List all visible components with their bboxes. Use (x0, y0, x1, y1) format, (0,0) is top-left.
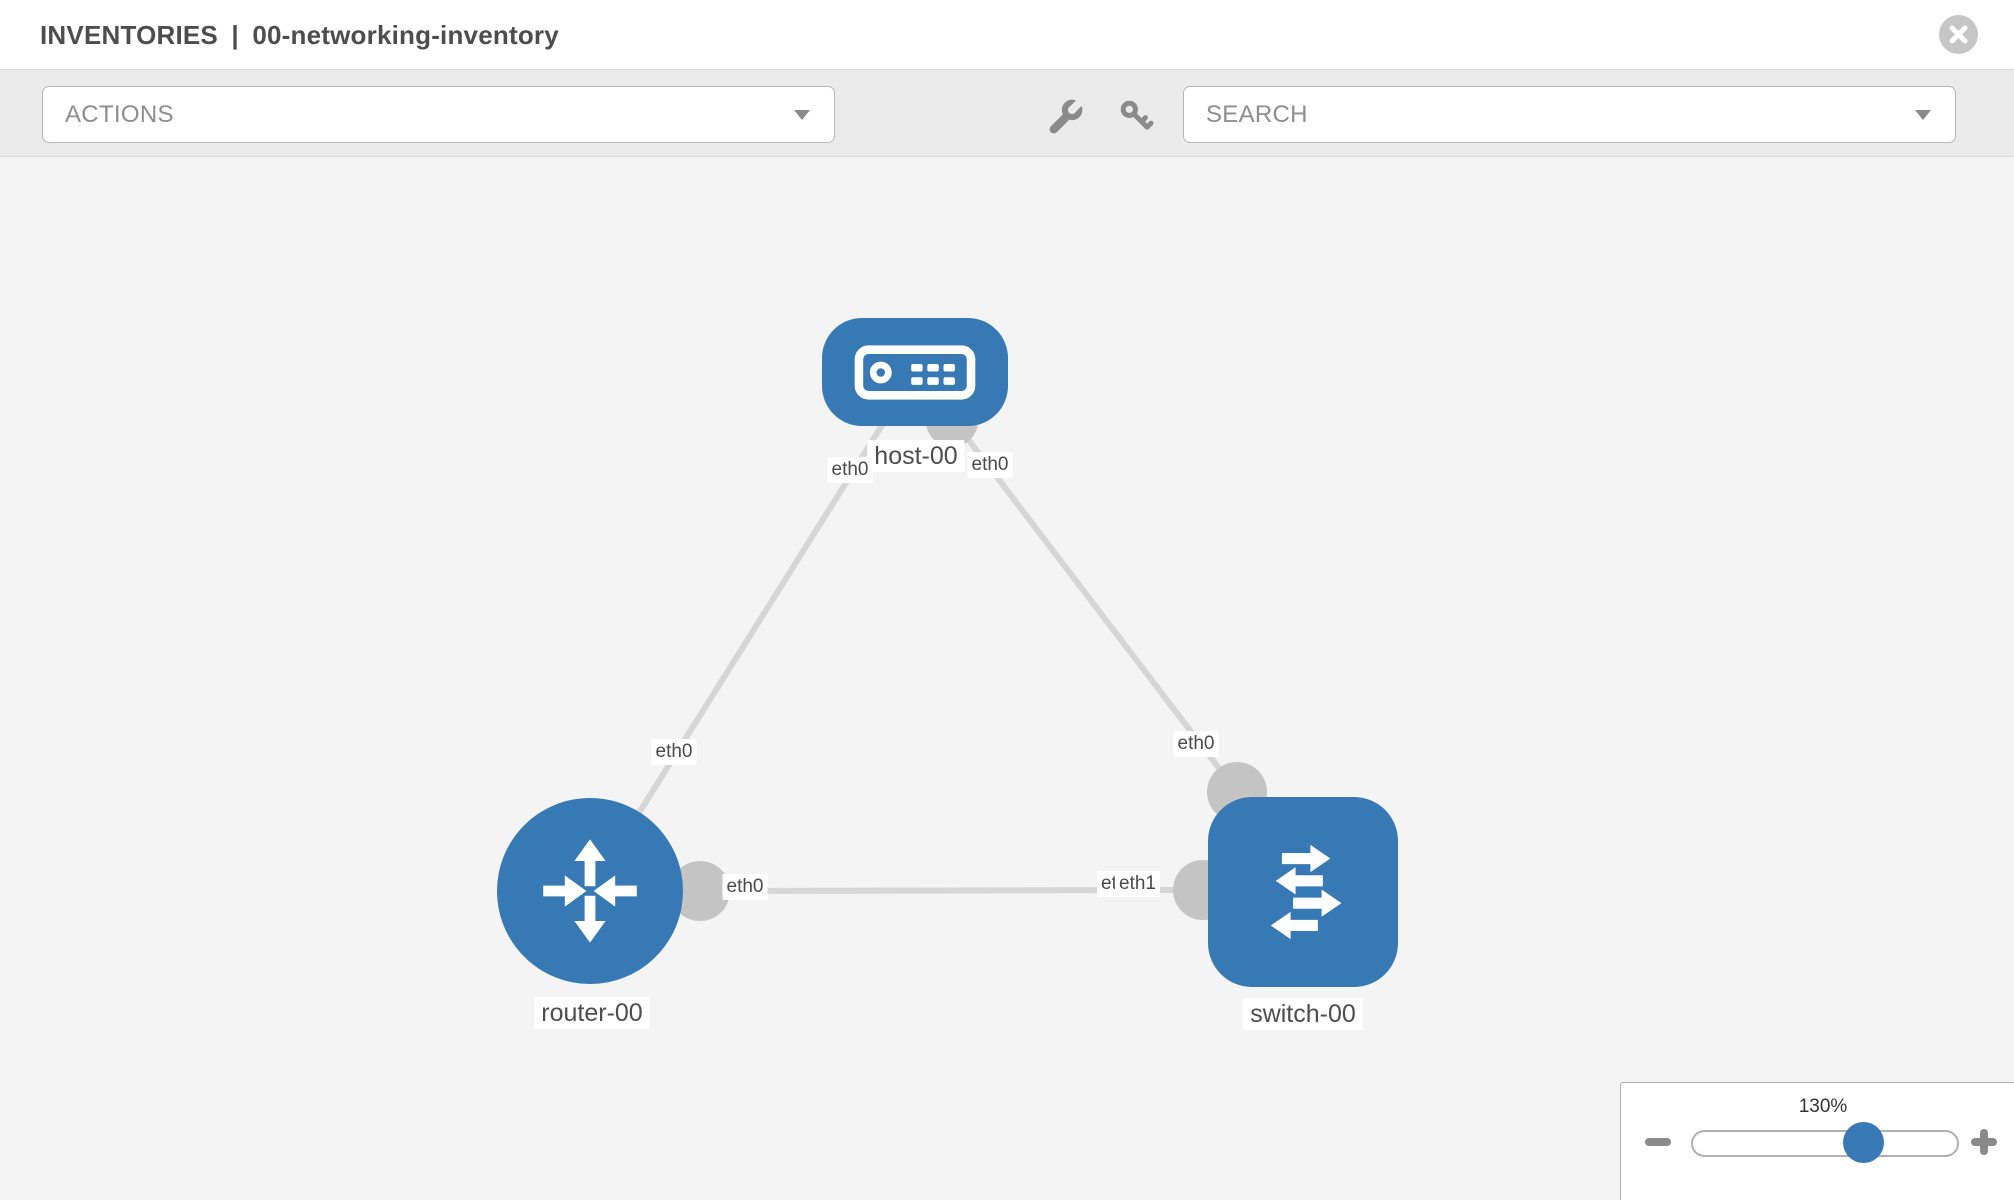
actions-dropdown[interactable]: ACTIONS (42, 86, 835, 143)
interface-connector-router-right (670, 861, 730, 921)
node-label-router: router-00 (534, 997, 650, 1029)
zoom-percent: 130% (1798, 1096, 1848, 1117)
plus-icon (1971, 1129, 1997, 1155)
search-placeholder: SEARCH (1206, 100, 1308, 128)
page-title: INVENTORIES | 00-networking-inventory (40, 0, 565, 70)
interface-label: eth1 (1115, 871, 1160, 897)
breadcrumb-separator: | (231, 20, 239, 50)
chevron-down-icon (794, 109, 810, 120)
router-icon (543, 839, 637, 943)
toolbar: ACTIONS SEARCH (0, 70, 2014, 157)
inventory-name: 00-networking-inventory (252, 20, 559, 50)
close-icon (1949, 25, 1968, 44)
node-label-host: host-00 (867, 440, 965, 472)
link-host-switch (913, 369, 1240, 794)
wrench-icon (1049, 97, 1085, 134)
interface-label: eth0 (827, 457, 873, 483)
zoom-in-button[interactable] (1969, 1127, 1999, 1157)
actions-dropdown-label: ACTIONS (65, 100, 174, 128)
zoom-out-button[interactable] (1643, 1127, 1673, 1157)
minus-icon (1645, 1138, 1671, 1146)
switch-icon (1270, 844, 1342, 940)
interface-label: eth0 (722, 874, 768, 900)
close-button[interactable] (1939, 15, 1978, 54)
breadcrumb-section: INVENTORIES (40, 20, 218, 50)
node-switch-00[interactable] (1208, 797, 1398, 987)
tools-button[interactable] (1046, 96, 1086, 136)
node-host-00[interactable] (822, 318, 1008, 426)
credentials-button[interactable] (1116, 96, 1156, 136)
interface-label: eth0 (651, 739, 697, 765)
node-router-00[interactable] (497, 798, 683, 984)
search-dropdown[interactable]: SEARCH (1183, 86, 1956, 143)
zoom-panel: 130% (1620, 1082, 2014, 1200)
node-label-switch: switch-00 (1243, 998, 1363, 1030)
host-icon (854, 344, 976, 400)
key-icon (1120, 100, 1154, 130)
header: INVENTORIES | 00-networking-inventory (0, 0, 2014, 70)
zoom-slider[interactable] (1691, 1130, 1959, 1157)
topology-canvas[interactable]: host-00 router-00 switch-00 eth0 eth0 et… (0, 157, 2014, 1200)
zoom-slider-thumb[interactable] (1843, 1122, 1884, 1163)
interface-label: eth0 (967, 452, 1013, 478)
interface-label: eth0 (1173, 731, 1219, 757)
chevron-down-icon (1915, 109, 1931, 120)
links-layer (587, 369, 1267, 921)
